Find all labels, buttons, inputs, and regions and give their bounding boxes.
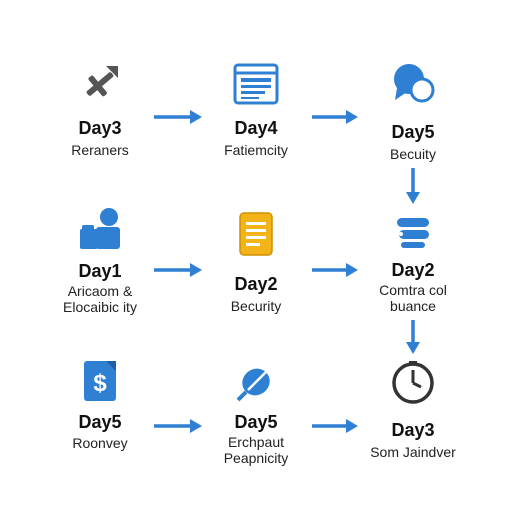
node-day5-roonvey: $ Day5 Roonvey: [25, 358, 175, 458]
node-day-label: Day5: [391, 122, 435, 142]
node-description: Becurity: [230, 298, 282, 314]
svg-text:$: $: [93, 370, 107, 397]
node-day-label: Day5: [234, 412, 278, 432]
node-day-label: Day2: [234, 274, 278, 294]
node-description: Becuity: [390, 146, 436, 162]
server-stack-icon: [389, 210, 437, 258]
notepad-icon: [232, 210, 280, 258]
node-day5-becuity: Day5 Becuity: [338, 60, 488, 170]
node-description: Erchpaut Peapnicity: [223, 434, 289, 466]
pen-nib-icon: [232, 358, 280, 406]
node-description: Fatiemcity: [224, 142, 288, 158]
node-day-label: Day3: [391, 420, 435, 440]
node-day-label: Day5: [78, 412, 122, 432]
node-description: Aricaom & Elocaibic ity: [63, 283, 137, 315]
node-description: Reraners: [71, 142, 129, 158]
dollar-icon: $: [76, 358, 124, 406]
arrow-right-icon: [154, 419, 202, 433]
node-description: Roonvey: [72, 435, 128, 451]
node-day-label: Day4: [234, 118, 278, 138]
clock-icon: [389, 358, 437, 406]
node-day2-comtra: Day2 Comtra col buance: [338, 210, 488, 320]
node-day4-fatiemcity: Day4 Fatiemcity: [181, 60, 331, 170]
node-day2-becurity: Day2 Becurity: [181, 210, 331, 320]
arrow-down-icon: [406, 168, 420, 204]
node-description: Som Jaindver: [370, 444, 456, 460]
node-day-label: Day3: [78, 118, 122, 138]
node-day1-aricaom: Day1 Aricaom & Elocaibic ity: [25, 205, 175, 320]
document-browser-icon: [232, 60, 280, 108]
tools-icon: [76, 60, 124, 108]
node-day3-somjaindver: Day3 Som Jaindver: [338, 358, 488, 468]
arrow-down-icon: [406, 320, 420, 354]
node-day5-erchpaut: Day5 Erchpaut Peapnicity: [181, 358, 331, 473]
chat-bubbles-icon: [389, 60, 437, 108]
arrow-right-icon: [312, 419, 358, 433]
arrow-right-icon: [312, 110, 358, 124]
arrow-right-icon: [312, 263, 358, 277]
node-day-label: Day2: [391, 260, 435, 280]
node-description: Comtra col buance: [379, 282, 447, 314]
arrow-right-icon: [154, 110, 202, 124]
node-day3-reraners: Day3 Reraners: [25, 60, 175, 170]
node-day-label: Day1: [78, 261, 122, 281]
arrow-right-icon: [154, 263, 202, 277]
team-people-icon: [76, 205, 124, 253]
